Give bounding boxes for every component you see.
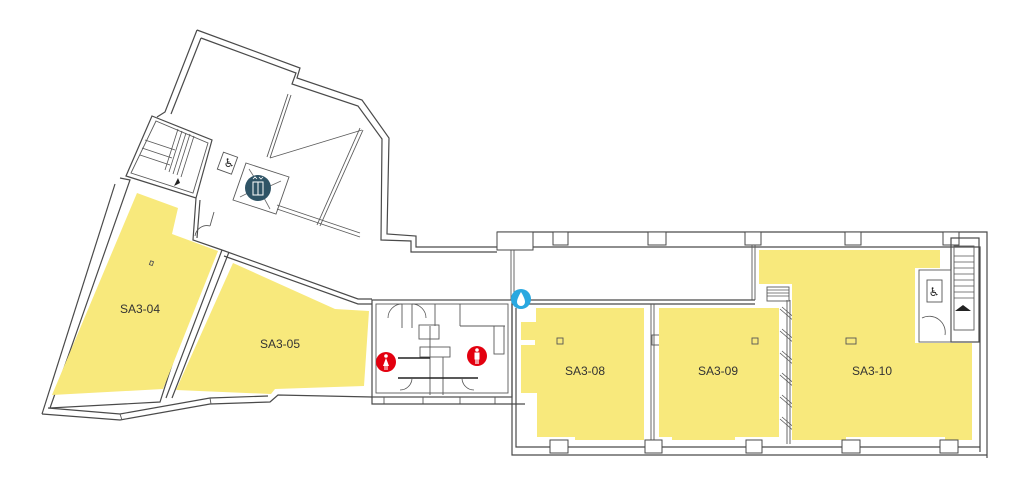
stair-direction-arrow-east [955,305,971,311]
restroom-block [371,299,513,404]
south-wall-east [371,304,987,456]
wheelchair-icon-east: ♿ [929,285,940,299]
south-wall-west [41,394,373,421]
central-north-block [496,231,988,458]
wall-08-09 [650,304,655,447]
mens-restroom-icon[interactable] [467,346,487,366]
wall-04-05 [165,249,230,399]
west-corridor-walls [192,197,372,305]
northwest-wing-walls [156,29,497,253]
water-fountain-icon[interactable] [511,289,531,309]
svg-text:♿: ♿ [929,285,940,299]
room-SA3-10[interactable]: SA3-10 [759,250,972,440]
staircase-west [125,115,239,199]
room-SA3-09[interactable]: SA3-09 [659,308,779,440]
wheelchair-icon-west: ♿ [224,156,235,170]
stair-direction-arrow [174,178,180,186]
svg-text:♿: ♿ [224,156,235,170]
womens-restroom-icon[interactable] [376,352,396,372]
room-SA3-08[interactable]: SA3-08 [521,308,644,440]
elevator-icon[interactable] [245,175,271,201]
staircase-east [918,237,980,343]
